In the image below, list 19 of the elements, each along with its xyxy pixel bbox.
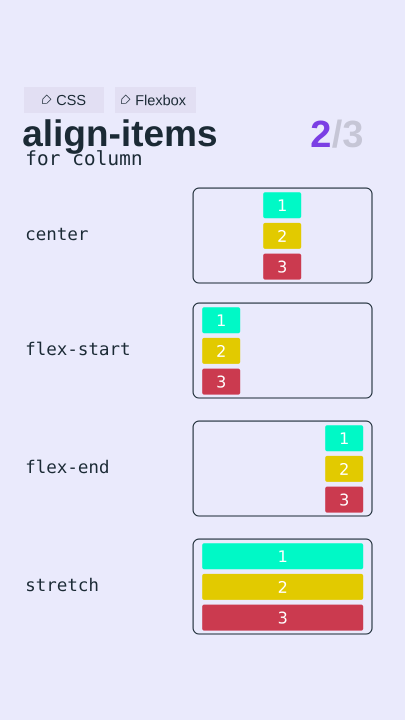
item-box: 1 bbox=[202, 543, 364, 570]
row-label: center bbox=[26, 228, 88, 240]
item-box: 1 bbox=[263, 192, 302, 218]
item-box: 3 bbox=[202, 604, 364, 631]
row-label: stretch bbox=[27, 578, 98, 592]
item-box: 2 bbox=[202, 338, 240, 364]
tag: CSS bbox=[24, 87, 104, 113]
row-label: flex-end bbox=[26, 460, 108, 474]
item-box: 1 bbox=[202, 307, 240, 334]
page-number: 2 bbox=[312, 120, 330, 147]
item-box: 3 bbox=[263, 254, 302, 280]
row-label: flex-start bbox=[26, 342, 129, 356]
item-box: 2 bbox=[325, 456, 364, 482]
item-box: 3 bbox=[325, 486, 364, 513]
item-box: 1 bbox=[325, 425, 364, 452]
item-box: 2 bbox=[202, 574, 364, 600]
item-box: 3 bbox=[202, 368, 240, 395]
tag: Flexbox bbox=[115, 87, 196, 113]
item-box: 2 bbox=[263, 222, 302, 249]
